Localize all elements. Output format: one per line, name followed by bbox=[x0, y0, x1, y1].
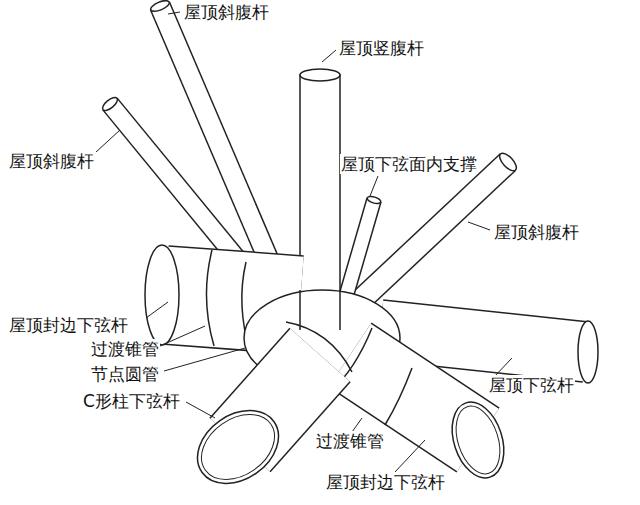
part-label: 屋顶封边下弦杆 bbox=[8, 315, 129, 335]
part-label: 屋顶下弦面内支撑 bbox=[340, 154, 478, 174]
part-label: 屋顶斜腹杆 bbox=[8, 151, 95, 171]
part-label: C形柱下弦杆 bbox=[82, 391, 181, 411]
part-label: 屋顶斜腹杆 bbox=[493, 222, 580, 242]
part-label: 屋顶封边下弦杆 bbox=[325, 472, 446, 492]
part-label: 屋顶斜腹杆 bbox=[183, 2, 270, 22]
part-label: 屋顶下弦杆 bbox=[488, 375, 575, 395]
part-label: 屋顶竖腹杆 bbox=[338, 38, 425, 58]
part-label: 过渡锥管 bbox=[90, 339, 160, 359]
part-label: 过渡锥管 bbox=[315, 431, 385, 451]
part-label: 节点圆管 bbox=[90, 364, 160, 384]
